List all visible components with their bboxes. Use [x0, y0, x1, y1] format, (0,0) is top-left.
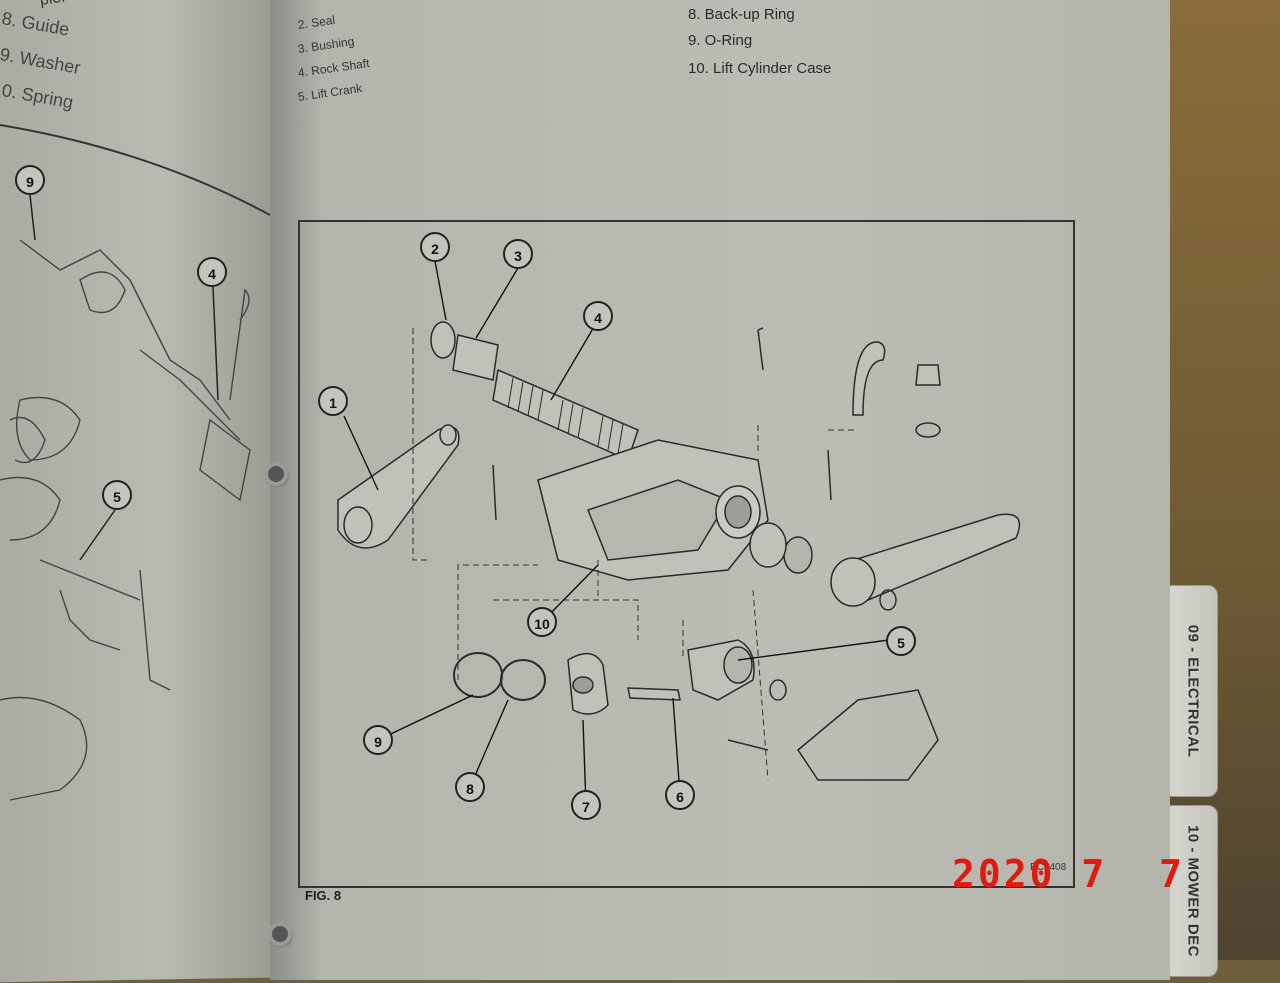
tab-electrical-label: 09 - ELECTRICAL [1184, 624, 1202, 758]
left-page-content: pler 8. Guide 9. Washer 0. Spring 9 4 5 [0, 0, 271, 960]
seal-part [430, 321, 456, 359]
binder-ring-icon [272, 926, 288, 942]
left-parts-drawing [0, 239, 251, 801]
binder-ring-icon [268, 466, 284, 482]
callout-7: 7 [571, 790, 601, 820]
callout-5: 5 [886, 626, 916, 656]
callout-6: 6 [665, 780, 695, 810]
background-surface [1165, 0, 1280, 960]
exploded-parts-diagram [337, 260, 1021, 806]
backup-ring-part [500, 659, 546, 701]
figure-frame [298, 220, 1075, 888]
parts-drawing [337, 321, 1021, 781]
figure-code: EC3408 [1030, 862, 1067, 873]
o-ring-part [453, 652, 503, 698]
callout-2: 2 [420, 232, 450, 262]
pin-part [627, 687, 681, 701]
callout-10: 10 [527, 607, 557, 637]
callout-8: 8 [455, 772, 485, 802]
tab-electrical[interactable]: 09 - ELECTRICAL [1168, 585, 1218, 797]
left-callout: 5 [102, 480, 132, 510]
figure-frame-curve [0, 124, 271, 216]
left-callout: 4 [197, 257, 227, 287]
figure-label: FIG. 8 [305, 888, 342, 903]
rock-shaft-part [492, 368, 639, 462]
left-exploded-diagram [0, 124, 271, 801]
legend-item: 9. O-Ring [688, 32, 753, 49]
date-stamp: 2020 7 7 [952, 852, 1185, 896]
callout-9: 9 [363, 725, 393, 755]
legend-item: 10. Lift Cylinder Case [688, 60, 832, 77]
left-callout: 9 [15, 165, 45, 195]
bushing-part [452, 334, 499, 381]
tab-mower-deck-label: 10 - MOWER DEC [1184, 824, 1202, 958]
callout-1: 1 [318, 386, 348, 416]
legend-item: 8. Back-up Ring [688, 6, 795, 23]
callout-4: 4 [583, 301, 613, 331]
callout-3: 3 [503, 239, 533, 269]
